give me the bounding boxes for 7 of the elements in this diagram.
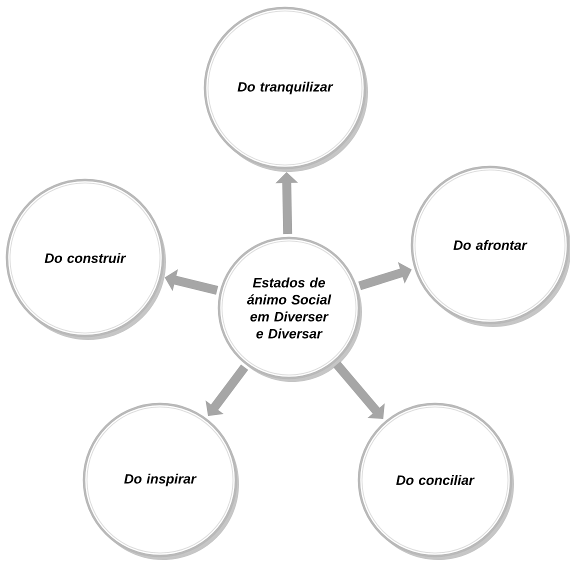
circle-node: Do afrontar	[410, 166, 570, 327]
circle-node: Estados de ánimo Social em Diverser e Diversar	[218, 236, 362, 382]
circle-node: Do inspirar	[82, 402, 239, 560]
circle-node: Do construir	[6, 178, 166, 340]
circle-node: Do tranquilizar	[204, 6, 368, 172]
circle-node: Do conciliar	[358, 402, 514, 560]
block-arrow	[333, 362, 385, 419]
